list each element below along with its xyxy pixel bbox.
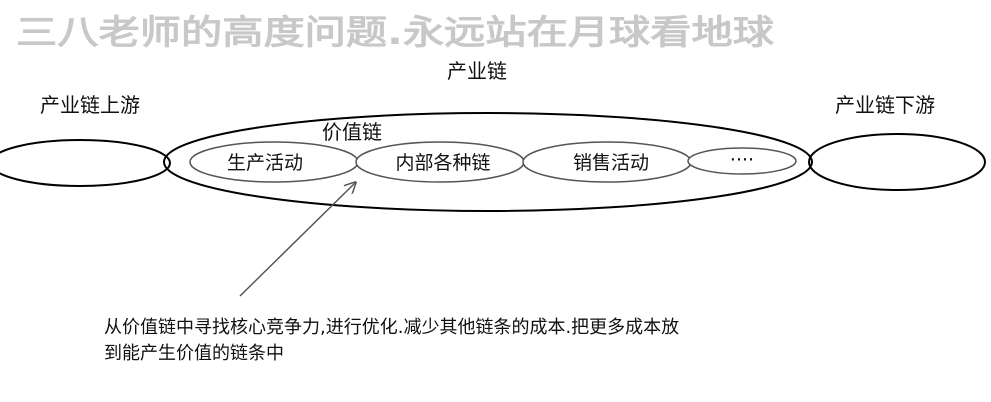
link-ellipse-more (687, 147, 797, 175)
note-line-2: 到能产生价值的链条中 (104, 343, 284, 364)
arrow-to-value-chain (239, 183, 355, 297)
industry-chain-title: 产业链 (447, 59, 507, 83)
value-chain-ellipse (163, 112, 813, 212)
note-line-1: 从价值链中寻找核心竞争力,进行优化.减少其他链条的成本.把更多成本放 (104, 317, 679, 338)
upstream-label: 产业链上游 (40, 93, 140, 117)
upstream-ellipse (0, 139, 171, 187)
watermark-text: 三八老师的高度问题.永远站在月球看地球 (16, 13, 775, 53)
link-label-production: 生产活动 (227, 152, 303, 174)
link-label-sales: 销售活动 (573, 152, 649, 174)
downstream-label: 产业链下游 (835, 93, 935, 117)
value-chain-label: 价值链 (322, 120, 382, 144)
link-label-internal: 内部各种链 (395, 152, 490, 174)
link-label-more: ···· (730, 149, 754, 171)
downstream-ellipse (808, 133, 986, 191)
